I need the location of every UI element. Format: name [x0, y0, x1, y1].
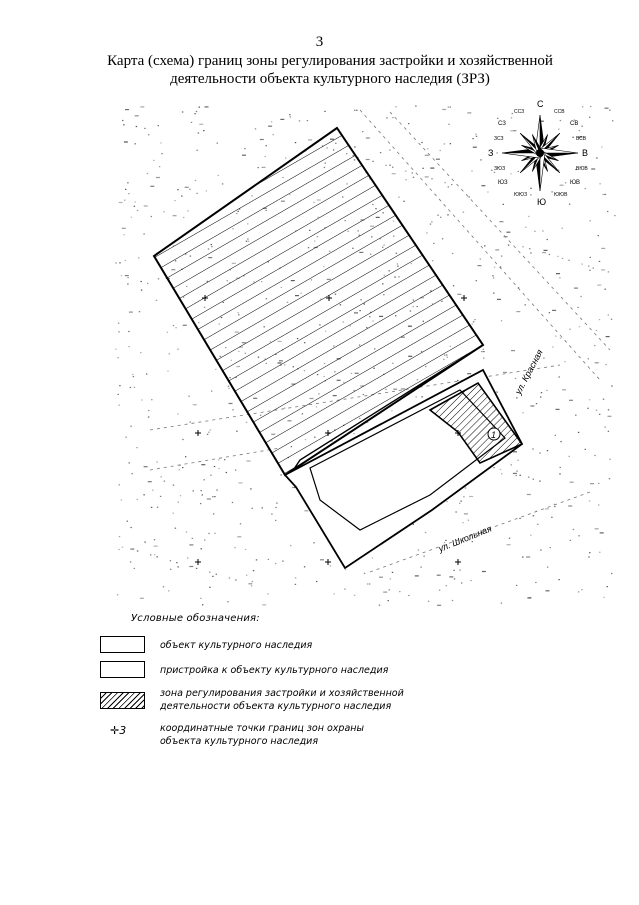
street-label-shkolnaya: ул. Школьная: [436, 523, 493, 554]
legend-swatch-heritage-object: [100, 636, 145, 653]
compass-rose: С ССВ СВ ВСВ В ВЮВ ЮВ ЮЮВ Ю ЮЮЗ ЮЗ ЗЮЗ З…: [488, 100, 588, 207]
compass-label-w: З: [488, 148, 493, 158]
compass-label-nne: ССВ: [554, 109, 565, 115]
compass-label-sse: ЮЮВ: [554, 192, 568, 198]
heritage-object-marker: [487, 427, 501, 441]
street-edge-lines: [149, 109, 611, 573]
compass-label-nnw: ССЗ: [514, 109, 524, 115]
legend-label-zrz-zone: зона регулирования застройки и хозяйстве…: [160, 688, 404, 712]
map-title-line-2: деятельности объекта культурного наследи…: [170, 71, 490, 87]
heritage-object-label: 1: [491, 430, 496, 440]
compass-label-wsw: ЗЮЗ: [494, 166, 505, 172]
legend-label-coordinate-points: координатные точки границ зон охраны объ…: [160, 723, 364, 747]
legend-title: Условные обозначения:: [131, 613, 260, 624]
legend-symbol-coordinate-point: ✛3: [110, 724, 127, 737]
page-number: 3: [315, 34, 324, 50]
compass-label-nw: СЗ: [498, 121, 506, 127]
compass-label-ene: ВСВ: [576, 136, 587, 142]
compass-label-ese: ВЮВ: [576, 166, 588, 172]
compass-label-n: С: [537, 100, 544, 109]
compass-label-ne: СВ: [570, 121, 578, 127]
compass-label-sw: ЮЗ: [498, 180, 508, 186]
compass-label-wnw: ЗСЗ: [494, 136, 504, 142]
map-title-line-1: Карта (схема) границ зоны регулирования …: [107, 53, 553, 69]
street-label-krasnaya: ул. Красная: [512, 348, 544, 397]
compass-label-se: ЮВ: [570, 180, 580, 186]
compass-label-e: В: [582, 148, 588, 158]
cadastral-map: 1 ул. Красная ул. Школьная С ССВ СВ ВСВ …: [115, 100, 616, 606]
heritage-object: [428, 381, 524, 465]
legend-swatch-annex: [100, 661, 145, 678]
compass-label-ssw: ЮЮЗ: [514, 192, 527, 198]
legend-label-annex: пристройка к объекту культурного наследи…: [160, 665, 389, 676]
coordinate-marks: [195, 295, 467, 565]
compass-label-s: Ю: [537, 197, 546, 207]
legend-swatch-zrz-zone: [100, 692, 145, 709]
map-title: Карта (схема) границ зоны регулирования …: [60, 52, 600, 88]
legend-label-heritage-object: объект культурного наследия: [160, 640, 313, 651]
